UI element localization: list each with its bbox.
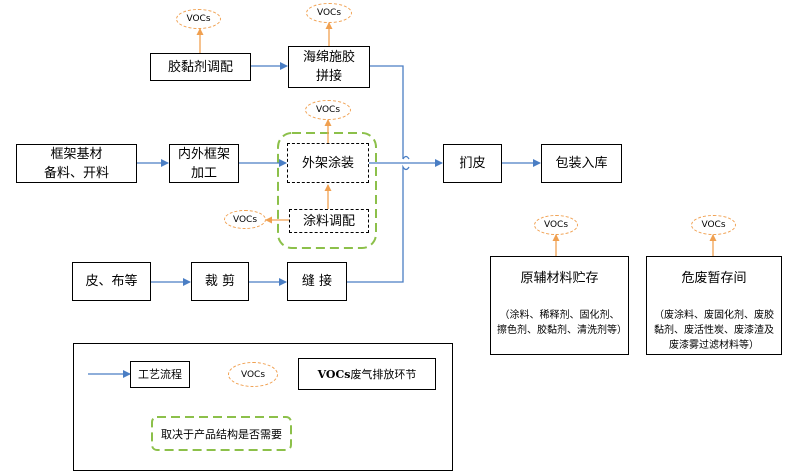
cutting-box: 裁 剪: [191, 262, 249, 301]
paint-mixing-box: 涂料调配: [289, 209, 369, 233]
sewing-label: 缝 接: [301, 274, 333, 289]
optional-step-frame: [277, 132, 377, 249]
hazardous-waste-store-box: 危废暂存间 （废涂料、废固化剂、废胶黏剂、废活性炭、废漆渣及废漆雾过滤材料等）: [646, 256, 782, 355]
vocs-ellipse-sponge: VOCs: [306, 3, 352, 23]
frame-material-box: 框架基材 备料、开料: [16, 144, 137, 183]
vocs-ellipse-glue: VOCs: [176, 9, 221, 29]
frame-material-label-2: 备料、开料: [43, 165, 109, 181]
line-sponge-to-collector: [370, 65, 404, 159]
legend-optional-sample: [151, 416, 292, 451]
frame-processing-box: 内外框架 加工: [169, 144, 239, 183]
glue-mixing-label: 胶黏剂调配: [167, 59, 233, 75]
paint-mixing-label: 涂料调配: [302, 213, 355, 229]
legend-vocs-suffix: 废气排放环节: [350, 367, 417, 381]
covering-label: 扪皮: [459, 156, 486, 171]
frame-processing-label-2: 加工: [190, 165, 217, 181]
leather-cloth-label: 皮、布等: [85, 274, 138, 289]
vocs-ellipse-raw-store: VOCs: [534, 215, 578, 235]
leather-cloth-box: 皮、布等: [72, 262, 151, 301]
vocs-ellipse-coating: VOCs: [305, 100, 351, 120]
raw-materials-store-note: （涂料、稀释剂、固化剂、擦色剂、胶黏剂、清洗剂等）: [497, 310, 627, 336]
line-collector-hop: [402, 155, 410, 160]
vocs-ellipse-paint-mixing: VOCs: [224, 210, 266, 229]
legend-vocs-prefix: VOCs: [317, 367, 351, 381]
cutting-label: 裁 剪: [204, 274, 236, 289]
vocs-ellipse-waste-store: VOCs: [691, 215, 736, 235]
covering-box: 扪皮: [443, 144, 502, 183]
outer-coating-label: 外架涂装: [301, 155, 354, 171]
legend-process-flow-label: 工艺流程: [138, 368, 182, 381]
line-sewing-to-collector: [347, 164, 410, 283]
frame-material-label-1: 框架基材: [50, 146, 103, 162]
hazardous-waste-store-title: 危废暂存间: [681, 271, 747, 286]
legend-frame: [73, 343, 453, 471]
packaging-label: 包装入库: [555, 156, 608, 171]
sponge-gluing-label-1: 海绵施胶: [302, 50, 355, 65]
legend-vocs-box: VOCs废气排放环节: [298, 358, 436, 390]
packaging-box: 包装入库: [541, 144, 622, 183]
frame-processing-label-1: 内外框架: [177, 146, 230, 162]
legend-vocs-text: VOCs废气排放环节: [318, 365, 417, 384]
raw-materials-store-title: 原辅材料贮存: [520, 271, 599, 286]
legend-vocs-ellipse: VOCs: [228, 362, 278, 387]
hazardous-waste-store-note: （废涂料、废固化剂、废胶黏剂、废活性炭、废漆渣及废漆雾过滤材料等）: [654, 310, 774, 351]
glue-mixing-box: 胶黏剂调配: [150, 53, 251, 81]
raw-materials-store-box: 原辅材料贮存 （涂料、稀释剂、固化剂、擦色剂、胶黏剂、清洗剂等）: [490, 256, 629, 355]
legend-process-flow-box: 工艺流程: [130, 361, 190, 388]
outer-coating-box: 外架涂装: [287, 143, 369, 183]
legend-optional-label: 取决于产品结构是否需要: [161, 427, 282, 441]
sewing-box: 缝 接: [287, 262, 347, 301]
sponge-gluing-box: 海绵施胶 拼接: [288, 46, 370, 88]
sponge-gluing-label-2: 拼接: [315, 69, 342, 84]
